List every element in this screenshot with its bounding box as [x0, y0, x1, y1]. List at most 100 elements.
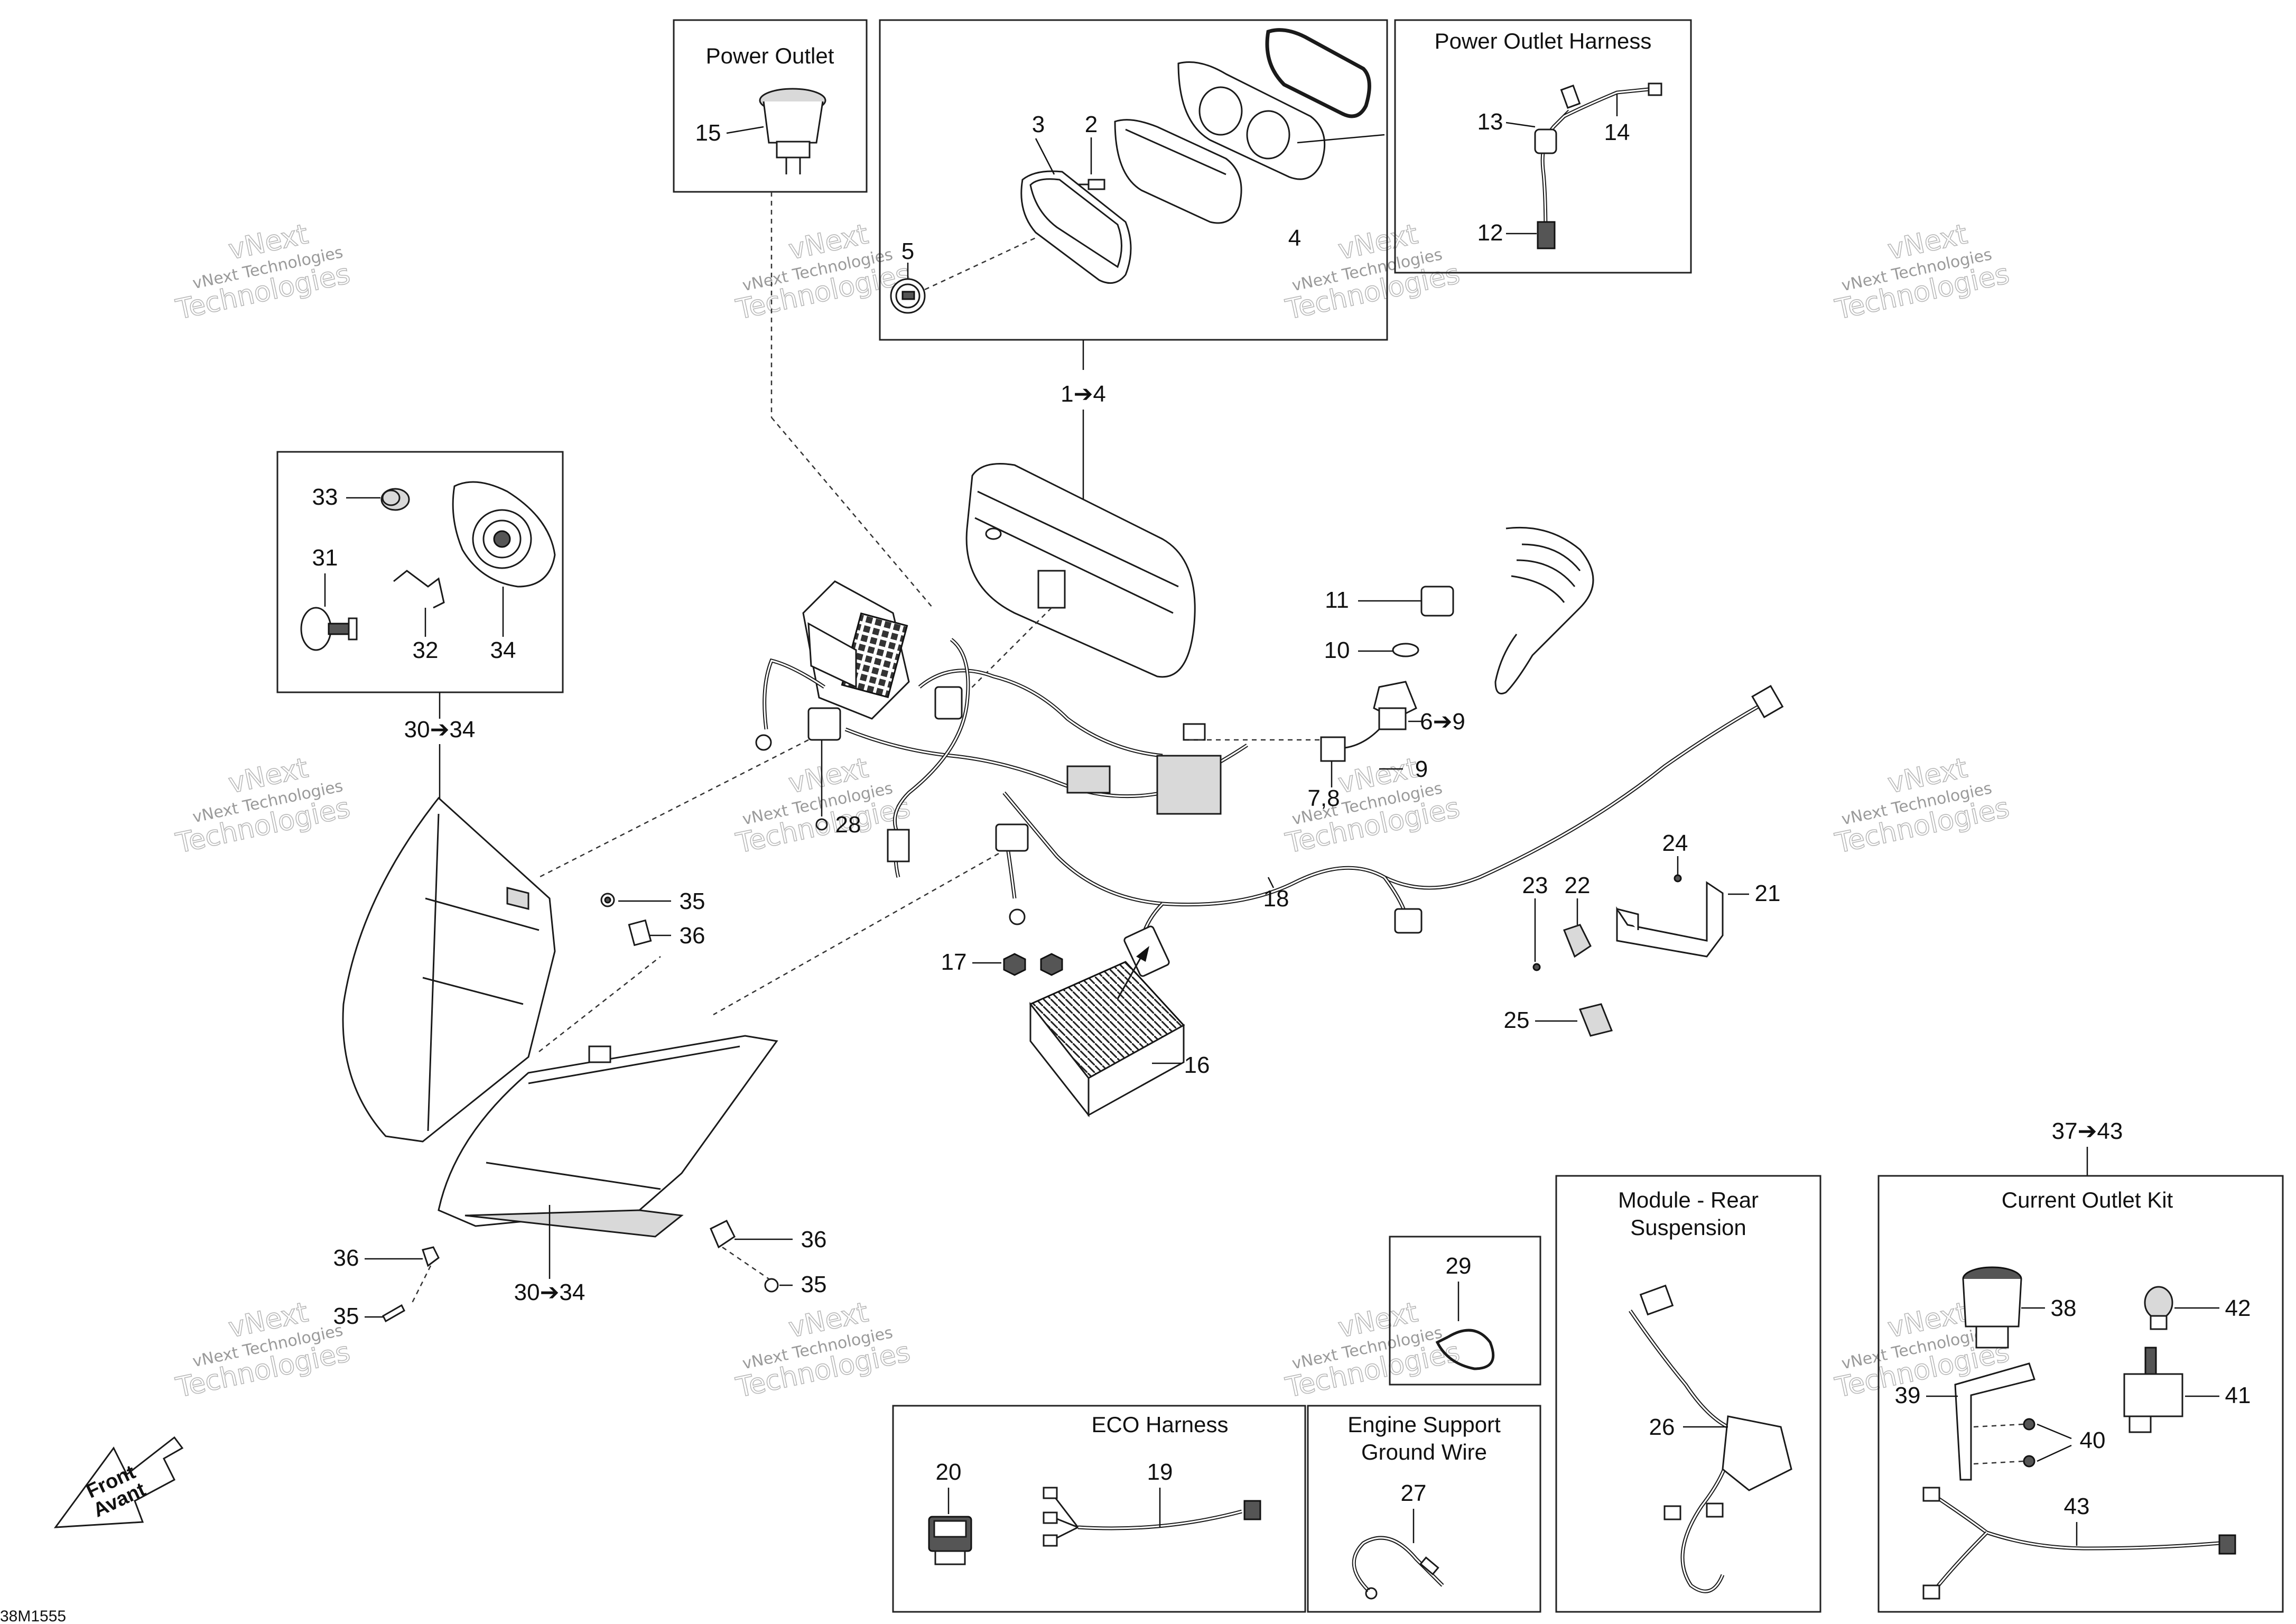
ground-wire-27: [1352, 1536, 1444, 1600]
callout-1-4: 1➔4: [1061, 381, 1106, 407]
module-rear-title: Module - Rear: [1618, 1187, 1759, 1212]
callout-35-right: 35: [801, 1272, 827, 1297]
watermark: vNext vNext Technologies Technologies: [733, 218, 914, 327]
clip-36-left: [422, 1246, 440, 1267]
callout-11: 11: [1325, 587, 1349, 613]
bulb-31: [300, 607, 358, 651]
callout-6-9: 6➔9: [1420, 709, 1465, 735]
nuts-40: [2023, 1418, 2035, 1468]
ecu-module: [802, 580, 910, 720]
callout-40: 40: [2080, 1427, 2106, 1453]
switch-41: [2123, 1347, 2183, 1433]
callout-27: 27: [1401, 1480, 1427, 1506]
ground-wire-title: Ground Wire: [1361, 1440, 1487, 1464]
callout-39: 39: [1895, 1382, 1921, 1408]
screw-35-right: [764, 1278, 779, 1293]
callout-19: 19: [1147, 1459, 1173, 1485]
callout-24: 24: [1662, 830, 1688, 856]
callout-12: 12: [1477, 220, 1503, 246]
callout-7-8: 7,8: [1307, 785, 1340, 811]
callout-37-43: 37➔43: [2052, 1118, 2123, 1144]
gauge-housing: [1114, 119, 1242, 224]
power-outlet-box: Power Outlet 15: [673, 19, 868, 193]
screw-35-left: [382, 1304, 405, 1323]
callout-17: 17: [941, 949, 967, 975]
retainer-32: [393, 570, 445, 609]
callout-25: 25: [1504, 1007, 1530, 1033]
watermark: vNext vNext Technologies Technologies: [1832, 218, 2013, 327]
callout-36-left: 36: [333, 1245, 359, 1271]
front-direction-arrow: Front Avant: [53, 1436, 184, 1528]
watermark: vNext vNext Technologies Technologies: [733, 752, 914, 860]
eco-harness-title: ECO Harness: [1091, 1412, 1228, 1437]
outlet-38: [1962, 1266, 2022, 1349]
watermark: vNext vNext Technologies Technologies: [173, 218, 354, 327]
power-outlet-harness-title: Power Outlet Harness: [1435, 29, 1652, 53]
callout-36-right: 36: [801, 1227, 827, 1252]
eco-harness-19: [1043, 1487, 1261, 1547]
callout-4: 4: [1288, 225, 1301, 251]
current-outlet-kit-box: Current Outlet Kit 38 42 39 41 40 43: [1877, 1175, 2284, 1613]
callout-22: 22: [1565, 873, 1591, 898]
gauge-screw: [1078, 179, 1105, 190]
callout-34: 34: [490, 637, 516, 663]
callout-20: 20: [936, 1459, 962, 1485]
watermark: vNext vNext Technologies Technologies: [733, 1296, 914, 1405]
callout-21: 21: [1755, 880, 1781, 906]
watermark: vNext vNext Technologies Technologies: [1282, 218, 1463, 327]
callout-13: 13: [1477, 109, 1503, 135]
eco-switch-20: [928, 1516, 972, 1565]
gauge-bezel: [1020, 170, 1132, 284]
lamp-housing-34: [452, 481, 556, 588]
callout-30-34-bottom: 30➔34: [514, 1279, 585, 1305]
gauge-emblem: [890, 278, 926, 314]
callout-18: 18: [1263, 886, 1289, 912]
headlight-right: [438, 1035, 778, 1238]
suspension-title: Suspension: [1630, 1215, 1746, 1240]
figure-code: 38M1555: [0, 1608, 66, 1624]
gauge-kit-box: 3 2 4 5: [879, 19, 1388, 341]
outlet-harness-wire: [1534, 82, 1662, 249]
power-outlet-title: Power Outlet: [706, 43, 834, 68]
harness-43: [1922, 1487, 2236, 1600]
callout-43: 43: [2064, 1493, 2090, 1519]
callout-3: 3: [1032, 112, 1045, 137]
tether-switch: [1320, 526, 1594, 762]
watermark: vNext vNext Technologies Technologies: [1282, 1296, 1463, 1405]
callout-23: 23: [1522, 873, 1548, 898]
relay-bracket: [1532, 874, 1724, 1037]
callout-5: 5: [901, 238, 914, 264]
nut-17: [1003, 953, 1063, 976]
bracket-39: [1954, 1362, 2035, 1481]
fastener-35-upper: [600, 893, 615, 907]
voltage-regulator: [1029, 961, 1185, 1118]
current-outlet-kit-title: Current Outlet Kit: [2002, 1187, 2173, 1212]
gauge-seal: [1265, 28, 1371, 118]
callout-29: 29: [1446, 1253, 1472, 1279]
clip-36-upper: [628, 919, 652, 946]
headlight-left: [342, 796, 556, 1143]
headlight-bulb-box: 33 31 32 34: [276, 451, 564, 693]
eco-harness-box: ECO Harness 20 19: [892, 1405, 1306, 1613]
callout-33: 33: [312, 484, 338, 510]
callout-10: 10: [1324, 637, 1350, 663]
callout-30-34-top: 30➔34: [404, 717, 476, 743]
callout-32: 32: [413, 637, 439, 663]
callout-15: 15: [695, 120, 721, 146]
callout-35-upper: 35: [680, 888, 705, 914]
callout-31: 31: [312, 545, 338, 571]
cap-42: [2144, 1286, 2173, 1330]
engine-support-title: Engine Support: [1347, 1412, 1501, 1437]
callout-28: 28: [835, 812, 861, 838]
clamp-29-box: 29: [1389, 1236, 1541, 1386]
callout-35-left: 35: [333, 1303, 359, 1329]
instrument-cluster: [965, 463, 1196, 678]
power-outlet-socket: [759, 88, 826, 174]
callout-26: 26: [1649, 1414, 1675, 1440]
watermark: vNext vNext Technologies Technologies: [1832, 752, 2013, 860]
callout-2: 2: [1085, 112, 1098, 137]
callout-36-upper: 36: [680, 923, 705, 949]
callout-9: 9: [1415, 756, 1428, 782]
callout-41: 41: [2225, 1382, 2251, 1408]
